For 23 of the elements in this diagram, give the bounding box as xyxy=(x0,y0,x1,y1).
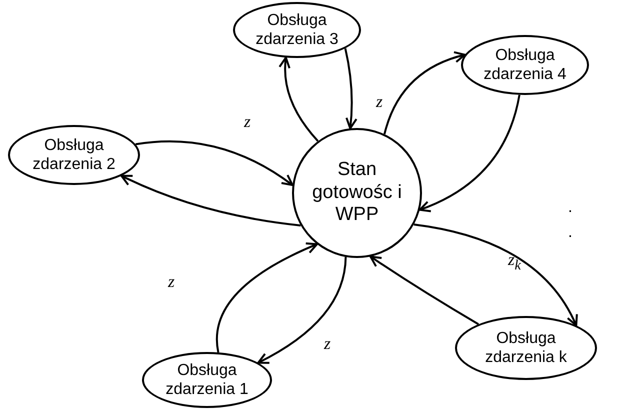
ellipsis-dot: . xyxy=(568,200,572,216)
arrow xyxy=(120,174,301,226)
state-ellipse: Obsługa zdarzenia 1 xyxy=(142,352,272,408)
arrow xyxy=(418,94,520,212)
state-circle: Stan gotowośc i WPP xyxy=(292,128,422,258)
state-ellipse: Obsługa zdarzenia 2 xyxy=(8,125,140,185)
state-ellipse: Obsługa zdarzenia 4 xyxy=(461,35,589,95)
edge-label: z xyxy=(324,334,331,354)
state-ellipse: Obsługa zdarzenia 3 xyxy=(233,2,361,58)
arrow xyxy=(135,140,294,186)
arrow xyxy=(414,224,578,326)
edge-label: z xyxy=(376,92,383,112)
arrow xyxy=(257,256,347,364)
arrow xyxy=(384,52,466,134)
edge-label: z xyxy=(168,272,175,292)
arrow xyxy=(216,242,318,353)
edge-label: z$_{k}$ xyxy=(508,250,521,274)
arrow xyxy=(344,48,358,130)
state-ellipse: Obsługa zdarzenia k xyxy=(455,316,597,380)
arrow xyxy=(278,56,319,142)
ellipsis-dot: . xyxy=(568,225,572,241)
arrow xyxy=(370,256,479,326)
edge-label: z xyxy=(244,112,251,132)
